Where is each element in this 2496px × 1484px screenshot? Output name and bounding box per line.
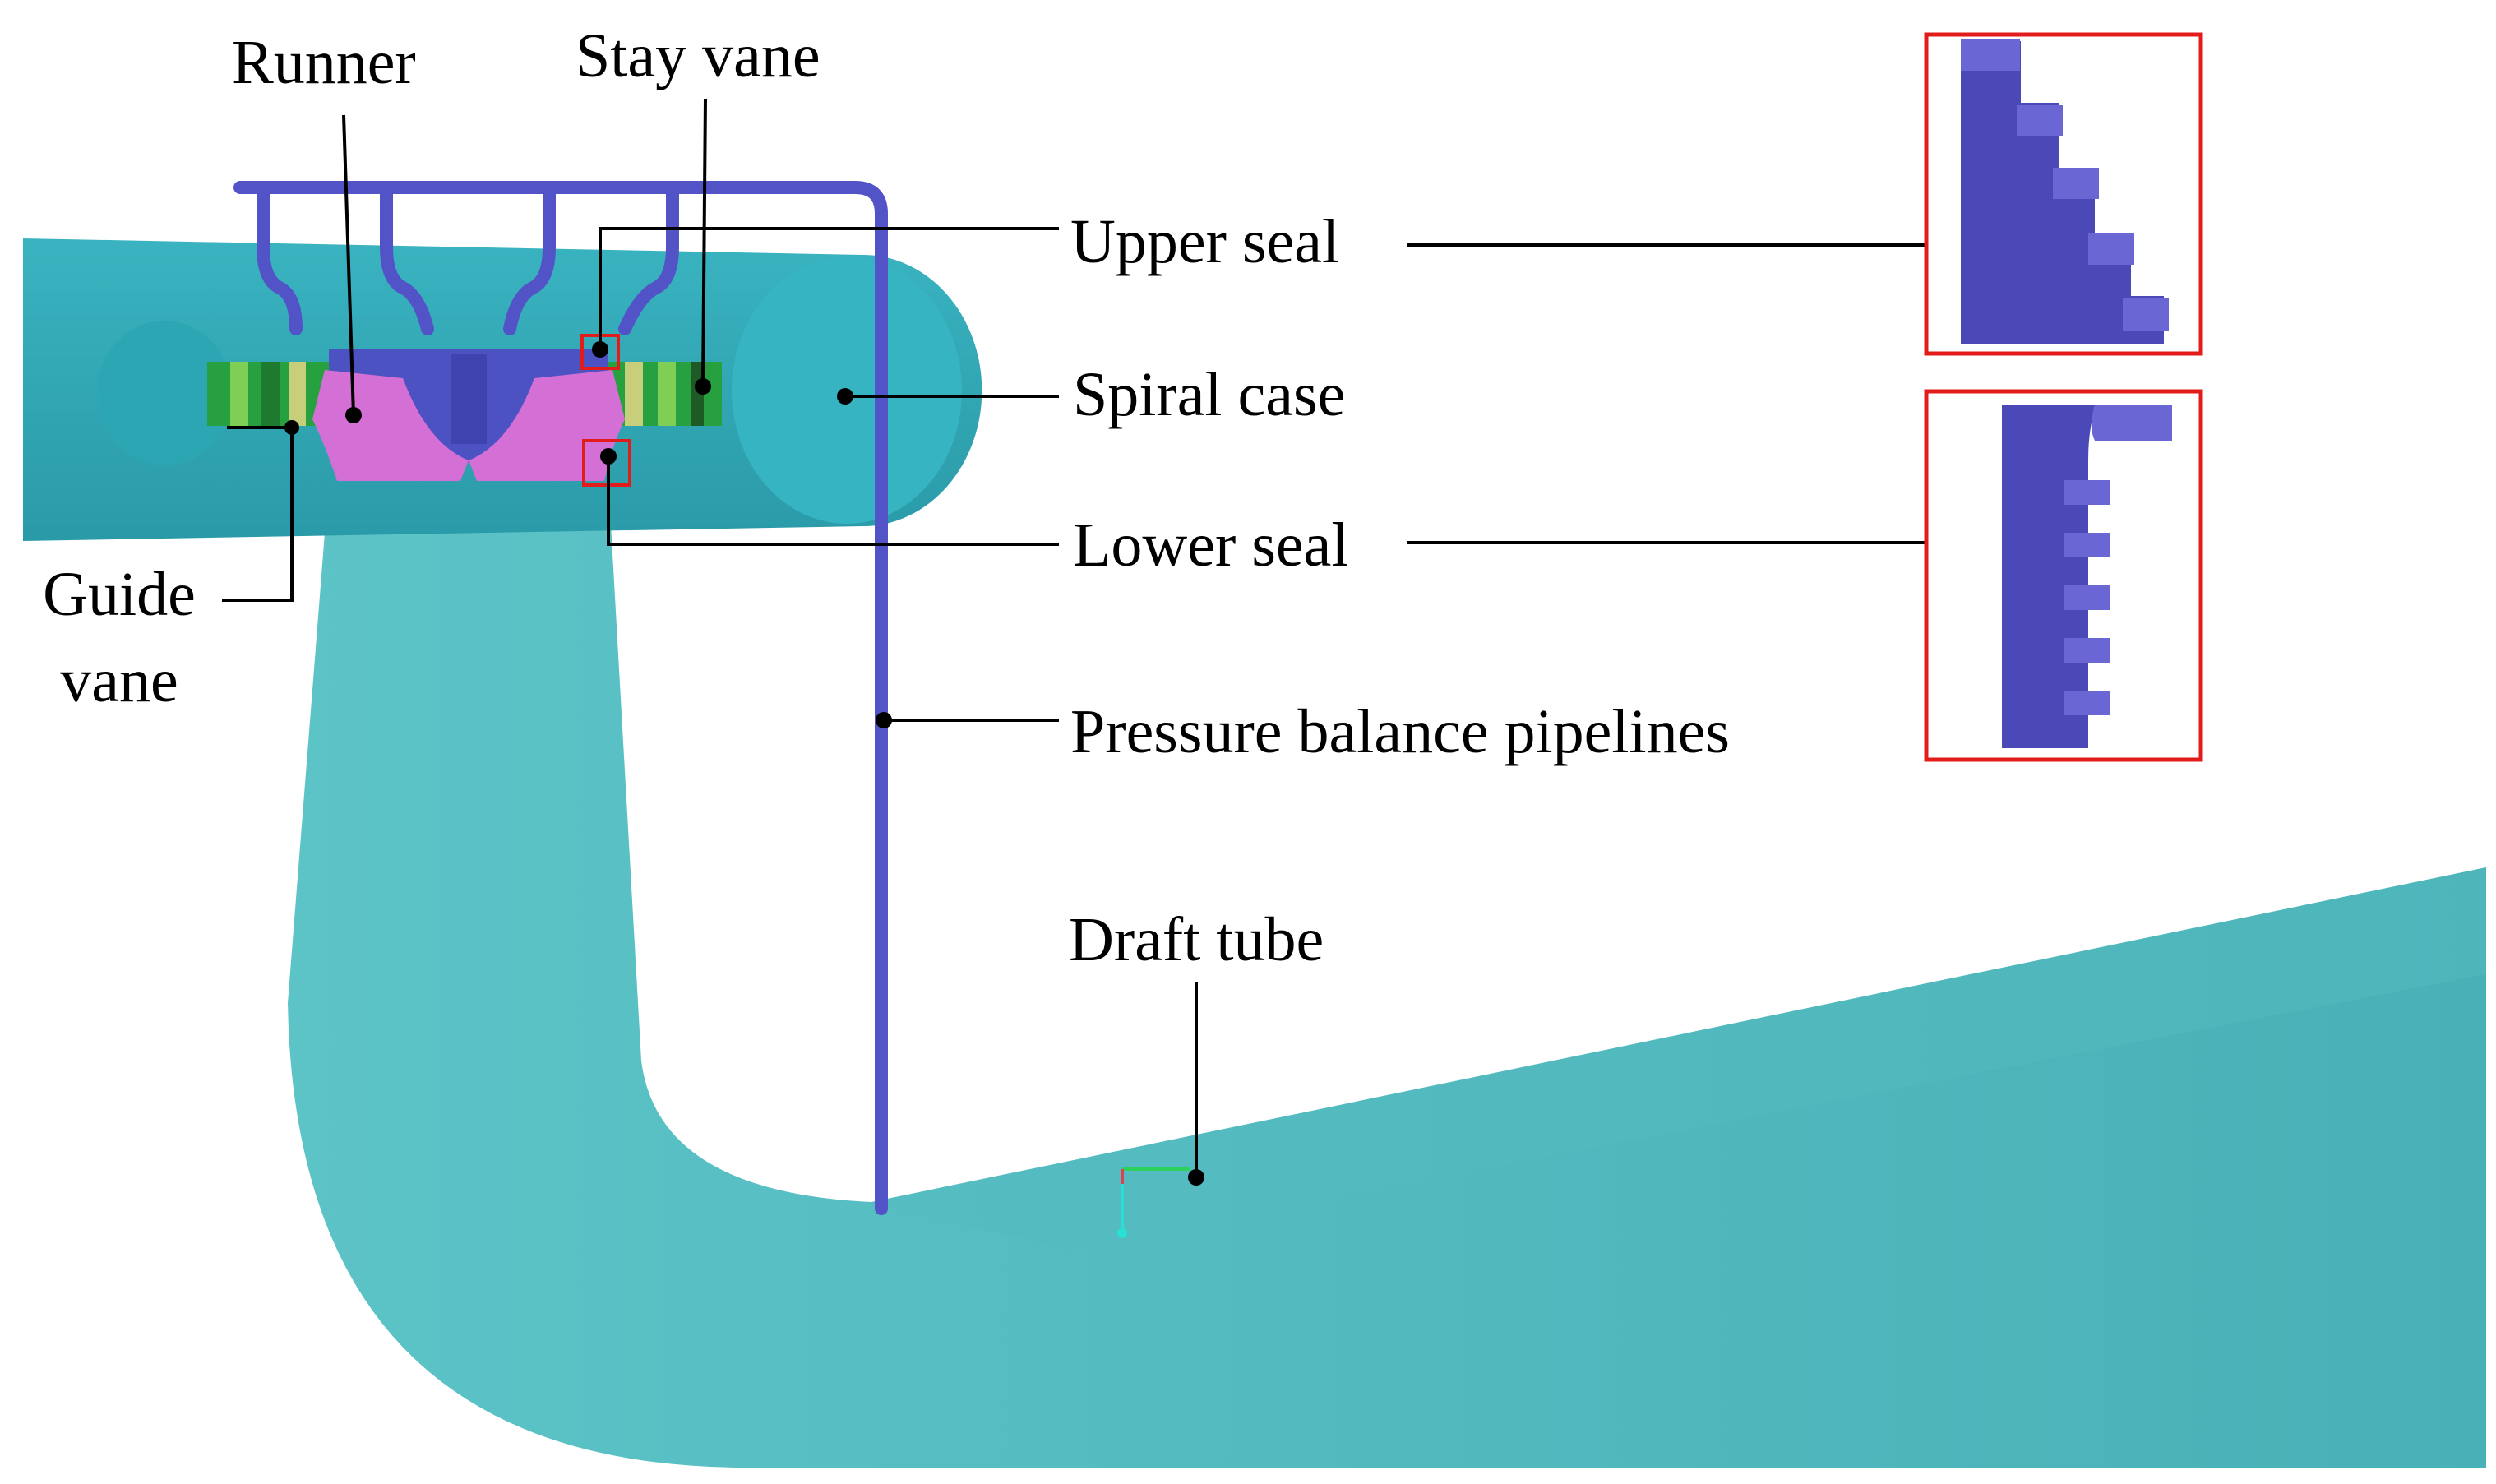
draft-tube-body: [288, 481, 2486, 1468]
lower-seal-dot: [600, 448, 617, 465]
lower-seal-leader: [607, 456, 1059, 546]
lower-seal-detail: [1924, 389, 2203, 762]
lower-seal-tooth-2: [2064, 533, 2110, 557]
axis-origin-dot: [1117, 1228, 1127, 1238]
guide-vane-leader: [222, 426, 294, 602]
pipeline-branch-1: [257, 181, 303, 335]
runner-label: Runner: [232, 28, 416, 97]
guide-vane-left-2: [261, 362, 280, 426]
pipeline-branch-3: [503, 181, 556, 335]
spiral-case-inlet-left: [97, 321, 232, 465]
lower-seal-tooth-1: [2064, 480, 2110, 505]
upper-seal-leader: [599, 227, 1059, 345]
leader-lines: [222, 98, 1926, 1177]
draft-tube: [288, 481, 2486, 1468]
guide-vane-dot: [284, 420, 299, 435]
pipeline-dot: [876, 712, 892, 728]
lower-seal-tooth-5: [2064, 691, 2110, 715]
draft-tube-outlet-band: [871, 867, 2486, 1250]
vane-rings: [207, 362, 722, 426]
guide-vane-left-1: [230, 362, 248, 426]
stay-vane-dot: [695, 378, 711, 395]
upper-seal-detail: [1924, 32, 2203, 356]
stay-vane-right-2: [658, 362, 676, 426]
stay-vane-right-1: [625, 362, 643, 426]
draft-tube-label: Draft tube: [1069, 905, 1324, 974]
upper-seal-tooth-1: [1961, 39, 2020, 71]
upper-seal-tooth-2: [2017, 105, 2063, 136]
upper-seal-tooth-3: [2053, 168, 2099, 199]
lower-seal-tooth-4: [2064, 638, 2110, 663]
pipeline-branch-2: [380, 181, 434, 335]
runner-blades-right: [469, 370, 625, 481]
stay-vane-leader: [701, 98, 707, 387]
runner: [312, 349, 625, 481]
lower-seal-tooth-3: [2064, 585, 2110, 610]
stay-vane-right-3: [691, 362, 704, 426]
upper-seal-tooth-4: [2088, 233, 2134, 265]
runner-dot: [345, 407, 362, 423]
upper-seal-dot: [592, 341, 608, 358]
guide-vane-label-line1: Guide: [43, 560, 196, 629]
runner-shaft: [451, 354, 487, 444]
pipeline-branch-4: [618, 181, 679, 335]
guide-vane-label-line2: vane: [60, 646, 178, 715]
guide-vane-left-3: [289, 362, 306, 426]
lower-seal-top-flange: [2092, 405, 2172, 441]
pipeline-main: [233, 181, 888, 1215]
draft-tube-dot: [1188, 1169, 1204, 1186]
pressure-balance-pipelines-label: Pressure balance pipelines: [1070, 697, 1730, 766]
runner-leader: [342, 114, 355, 416]
lower-seal-label: Lower seal: [1073, 511, 1349, 580]
spiral-case-label: Spiral case: [1073, 360, 1346, 429]
leader-dots: [284, 341, 1204, 1186]
upper-seal-label: Upper seal: [1070, 207, 1340, 276]
stay-vane-label: Stay vane: [575, 21, 820, 90]
pressure-balance-pipelines: [233, 181, 888, 1215]
spiral-case-dot: [837, 388, 853, 405]
upper-seal-tooth-5: [2123, 298, 2169, 331]
